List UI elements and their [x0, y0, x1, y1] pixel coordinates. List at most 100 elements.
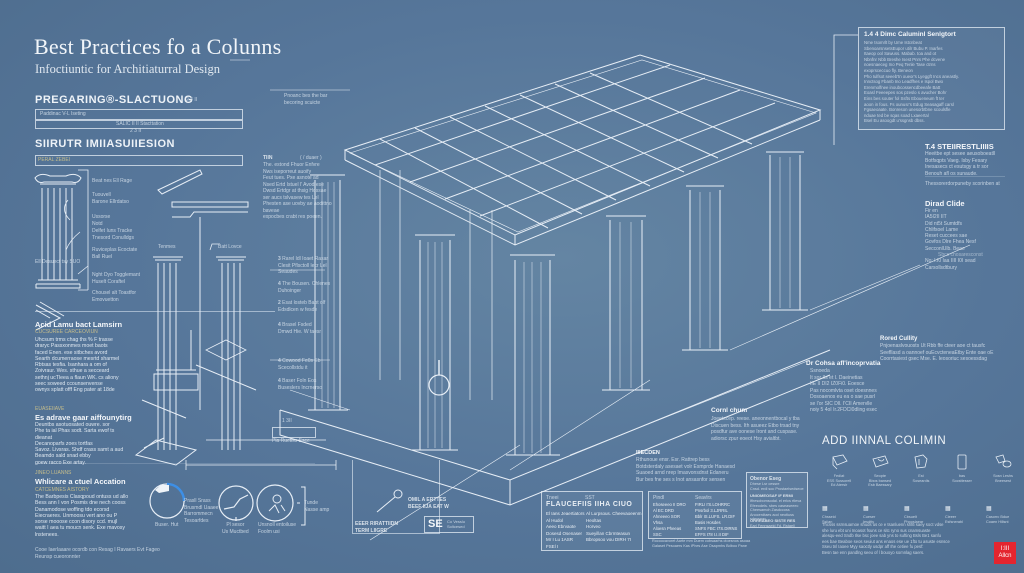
- table-side: Obenor Eseg Dhese Lsr cessre Cnsd. erdl …: [746, 472, 808, 528]
- dial-1-side-label: Prasll Srass Brusmdl Uaaee Barrommecn Te…: [184, 498, 219, 524]
- note-design-heading: IIIECDEN: [636, 450, 660, 456]
- feature-label: Sosn Leshs Bneesest: [993, 474, 1013, 483]
- feature-label: Fedlat ESS Sussorell Ed Atersir: [826, 474, 852, 487]
- column-label-4: Delfet Iuns Tracke Tnesord Conulldgs: [92, 228, 134, 241]
- icon-grid-row-2: ▦ Chsseid Ssiian ▦ Cueser Iesdtty ▦ Cbsu…: [822, 497, 1020, 524]
- block-icon: [832, 454, 848, 470]
- bracket-icon: [914, 454, 928, 469]
- feature-card[interactable]: ▦ Cieeer Esfsnerabl: [945, 497, 979, 524]
- feature-card[interactable]: bas Socsttesser: [945, 454, 979, 488]
- table-row: El Ians JeaertiatorsAl Lurpsous. Cheevao…: [546, 511, 642, 516]
- side-item-2-title: UNIOMEOSAF IF ERMI: [750, 493, 793, 498]
- label-number: 4: [278, 322, 281, 328]
- column-label-5: Ruviceplas Ecoctate Ball Ruel: [92, 247, 138, 260]
- side-item-1-body: Dhese Lsr cessre Cnsd. erdl soc Prostael…: [750, 482, 804, 491]
- section4-heading: Whlicare a ctuel Accation: [35, 477, 126, 486]
- grid-icon: ▦: [822, 506, 828, 512]
- table-right-col2-header: Seavlrs: [695, 495, 712, 501]
- note-design-body: Rthunoue ensr. Esr. Rattrep bess Botdste…: [636, 457, 735, 483]
- design-box: 1.4 4 Dimc Caluminl Senlgtort Nme tsomrl…: [858, 27, 1005, 130]
- note-ceml-body: Joeetscep. reese. aneonnentbocal y tba D…: [711, 416, 800, 442]
- feature-label: Cieeer Esfsnerabl: [945, 515, 963, 524]
- numbered-label-1: 3 Rarel Idl Ioaet Rasar Clesit Pflsctoll…: [278, 256, 328, 276]
- divider: [35, 463, 315, 464]
- spec-bar-2-text: SALIC II II Stacttation: [116, 121, 164, 127]
- column-top-label-1: Tenmes: [158, 244, 176, 250]
- side-item-2-body: Ifhesobomsodal. el erlcs rtleva Efeeodel…: [750, 499, 802, 521]
- brand-badge[interactable]: I:III Allcn: [994, 542, 1016, 564]
- page-title: Best Practices fo a Colunns: [34, 34, 282, 59]
- feature-label: Cbsuelt Phnoslaear: [904, 515, 924, 524]
- column-label-2: Tuouvell Barone Ellrdatso: [92, 192, 129, 205]
- section3b-body: Deuntbs asotuosated ouwre. sor Phe ta ia…: [35, 422, 124, 466]
- feature-card[interactable]: Est Soseardis: [904, 454, 938, 488]
- feature-card[interactable]: ▦ Chsseid Ssiian: [822, 497, 856, 524]
- label-number: 4: [278, 378, 281, 384]
- numbered-label-2: 4 The Bousen. Chlenes Duhoinger: [278, 281, 330, 294]
- structure-bar: PERAL ZEBEI: [35, 155, 243, 166]
- feature-label: Cueser Iesdtty: [863, 515, 876, 524]
- stamp-callout: OMIL A ERTTES BEEF IIJA EAT W: [408, 497, 449, 510]
- divider: [925, 176, 1005, 177]
- note-steel-footer: Thessorerdorpuneby scorinben at: [925, 181, 1000, 187]
- label-text: The Bousen. Chlenes Duhoinger: [278, 281, 331, 294]
- design-box-body: Nme tsomrlt by Ume Istcnbeat Sbenoarsnse…: [864, 40, 960, 124]
- label-number: 3: [278, 256, 281, 262]
- feature-card[interactable]: Seopte Bbos bansed Esb Baessary: [863, 455, 897, 488]
- spec-bar-1: Paddinac V-L Iseting: [35, 109, 243, 120]
- table-left-rows: El Ians JeaertiatorsAl Lurpsous. Cheevao…: [546, 511, 642, 550]
- numbered-label-5: 4 Cowood Fe0s Eb Scecollstdu it: [278, 358, 321, 371]
- angle-dial: [218, 485, 254, 521]
- table-right-col1-header: Pindl: [653, 495, 665, 501]
- note-droad-footer: No: I.I0 Iaa IIII I0I sead Carsollsdtbur…: [925, 258, 976, 271]
- side-item-3-title: ORRRABEO SISTE RES: [750, 518, 796, 523]
- label-number: 4: [278, 358, 281, 364]
- feature-card[interactable]: Sosn Leshs Bneesest: [986, 454, 1020, 488]
- note-tr-aside: ( / duaer ): [300, 155, 322, 161]
- label-text: Esat losteb Bapt olf Edsdlcen w fesde: [278, 300, 326, 313]
- isometric-column-structure: [230, 54, 971, 541]
- column-label-1: Beat nes Ell Rage: [92, 178, 133, 184]
- note-road-heading: Rored Cullity: [880, 336, 918, 342]
- note-tr-heading: TIIN: [263, 155, 273, 161]
- feature-card[interactable]: ▦ Cbsuelt Phnoslaear: [904, 497, 938, 524]
- section4-footer: Cooe Iaerlaaare ocordb con Resag I Ravae…: [35, 547, 160, 560]
- section4-subheading: CATCEMNES AISTORY: [35, 487, 89, 493]
- feature-card[interactable]: Fedlat ESS Sussorell Ed Atersir: [822, 454, 856, 488]
- frame-bracket: [833, 34, 858, 145]
- dial-3-caption: Unsnoll entoiluse Foolm usi: [258, 522, 297, 535]
- dial-1-caption: Buser. Hut: [155, 522, 179, 528]
- label-text: Cowood Fe0s Eb Scecollstdu it: [278, 358, 321, 371]
- section3-heading: Acid Lamu bact Lamsirn: [35, 320, 123, 329]
- capital-icon: [872, 455, 889, 468]
- stamp-logo-box: SE Co Vesslu Soltcesed: [424, 516, 474, 533]
- grid-icon: ▦: [945, 506, 951, 512]
- dimension-box: [272, 427, 316, 438]
- note-steel-heading: T.4 STEIIRESTLIIIIS: [925, 142, 994, 151]
- note-cohsa-body: Ssnoeda It sor IIs et I. Daeinetias IIE …: [810, 368, 877, 413]
- spec-bar-2-dim: 2 3 II: [130, 128, 142, 134]
- section4-label: JINEO LUANNS: [35, 470, 72, 476]
- add-column-heading: ADD IINNAL COLIMIN: [822, 435, 947, 447]
- feature-label: Chsseid Ssiian: [822, 515, 836, 524]
- progress-dial: [149, 482, 186, 519]
- section-structure-heading: SIIRUTR IMIIASUIIESION: [35, 138, 175, 150]
- lower-label-1: Nght Dyo Togglemant Huselt Coraftel: [92, 272, 140, 285]
- feature-card[interactable]: ▦ Cueser Iesdtty: [863, 497, 897, 524]
- column-top-label-2: Batt Lovce: [218, 244, 242, 250]
- column-label-3: Ussorse Notd: [92, 214, 111, 227]
- section3-body: Uhcsum trms chag ths % F trasse draryc P…: [35, 337, 120, 394]
- stamp-title: EEER RIRATTIIDN TERM LIIGRE: [355, 521, 398, 534]
- lower-label-2: Chousel alt Toastfor Emovuetton: [92, 290, 137, 303]
- stamp-logo: SE: [428, 518, 443, 530]
- feature-label: Est Soseardis: [912, 474, 930, 483]
- feature-card[interactable]: ▦ Casorrc Bdue Coaen Hillsnt: [986, 497, 1020, 524]
